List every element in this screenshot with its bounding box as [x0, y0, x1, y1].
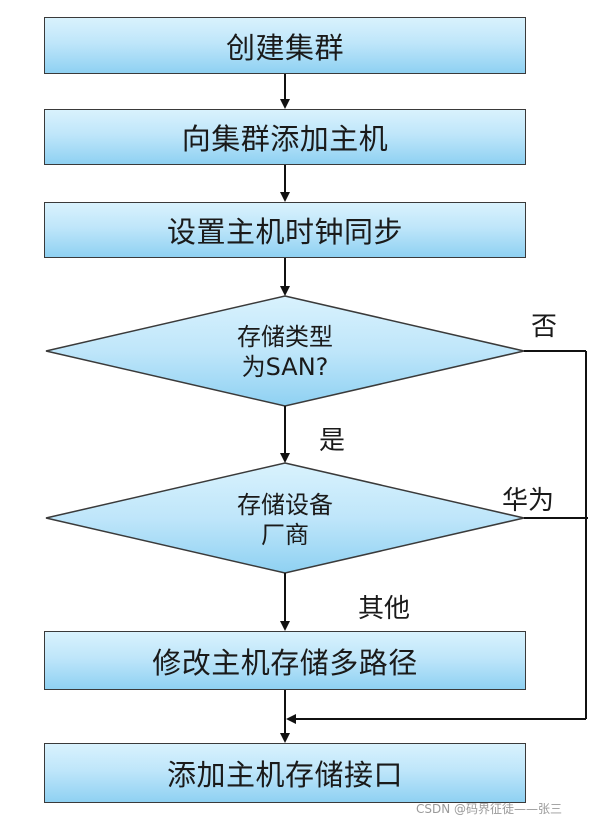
decision-storage-type-text: 存储类型 为SAN? — [185, 322, 385, 382]
decision-vendor-line2: 厂商 — [261, 521, 309, 549]
label-huawei: 华为 — [502, 486, 555, 516]
decision-vendor-line1: 存储设备 — [237, 491, 333, 519]
step-add-storage-interface: 添加主机存储接口 — [44, 743, 526, 803]
label-yes: 是 — [319, 426, 346, 456]
step-create-cluster: 创建集群 — [44, 17, 526, 74]
decision-storage-type-line1: 存储类型 — [237, 323, 333, 351]
watermark: CSDN @码界征徒——张三 — [416, 802, 563, 816]
decision-vendor-text: 存储设备 厂商 — [185, 490, 385, 550]
decision-storage-type-line2: 为SAN? — [241, 353, 329, 381]
step-modify-multipath: 修改主机存储多路径 — [44, 631, 526, 690]
label-no: 否 — [531, 312, 558, 342]
step-sync-clock: 设置主机时钟同步 — [44, 202, 526, 258]
step-add-hosts: 向集群添加主机 — [44, 109, 526, 165]
label-other: 其他 — [358, 594, 411, 624]
